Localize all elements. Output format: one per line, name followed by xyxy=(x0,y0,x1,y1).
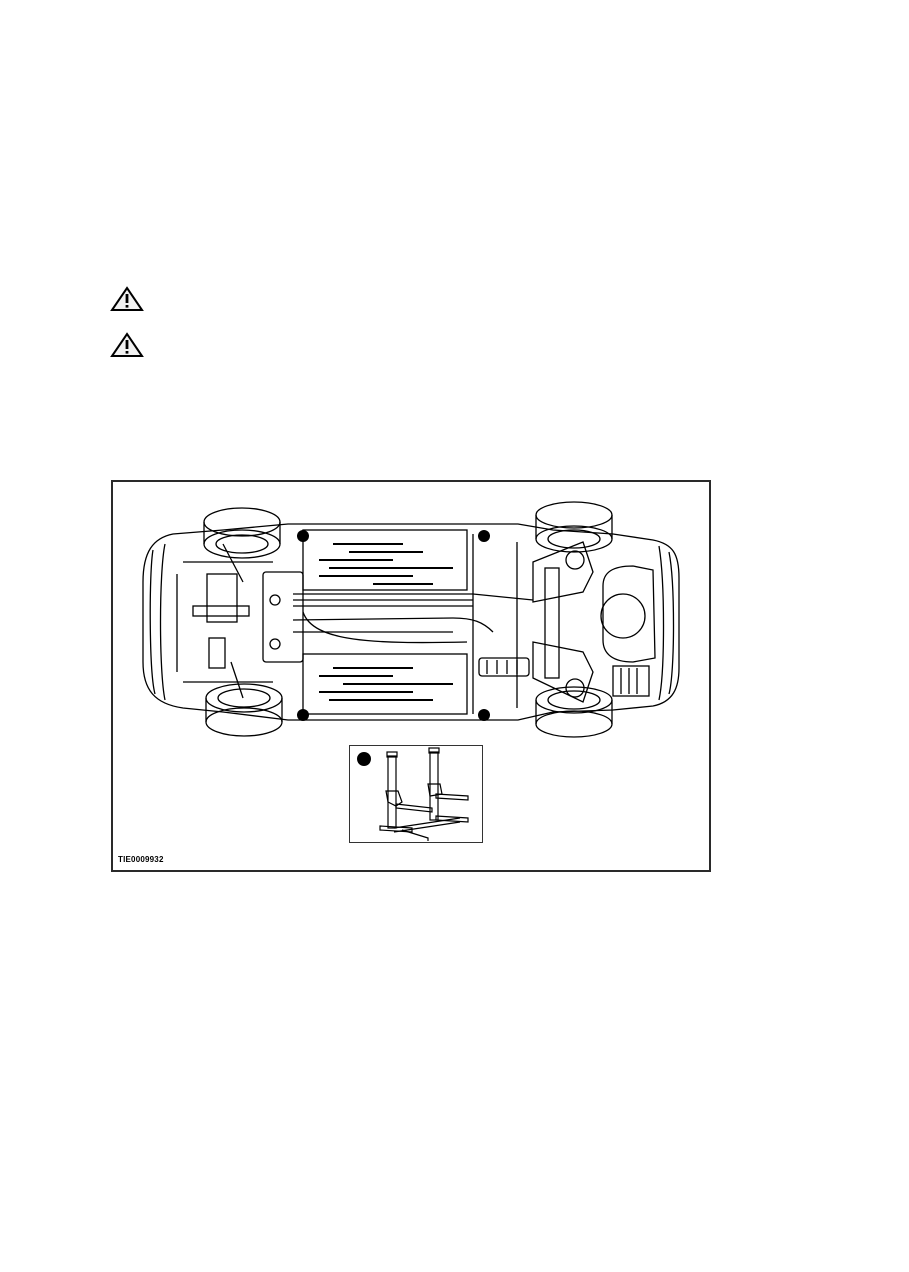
lift-point-marker xyxy=(297,530,309,542)
lift-point-marker xyxy=(478,709,490,721)
vehicle-underbody-drawing xyxy=(142,501,680,738)
rear-left-wheel xyxy=(535,501,613,553)
rear-right-wheel xyxy=(535,686,613,738)
underbody-figure: TIE0009932 xyxy=(111,480,711,872)
body-outline xyxy=(142,523,680,721)
figure-id-label: TIE0009932 xyxy=(118,855,164,864)
lift-inset xyxy=(349,745,483,843)
warning-triangle-icon xyxy=(110,332,144,358)
warning-triangle-icon xyxy=(110,286,144,312)
lift-point-marker xyxy=(357,752,371,766)
front-left-wheel xyxy=(203,507,281,559)
front-right-wheel xyxy=(205,683,283,737)
lift-point-marker xyxy=(297,709,309,721)
lift-point-markers xyxy=(297,530,490,721)
lift-point-marker xyxy=(478,530,490,542)
